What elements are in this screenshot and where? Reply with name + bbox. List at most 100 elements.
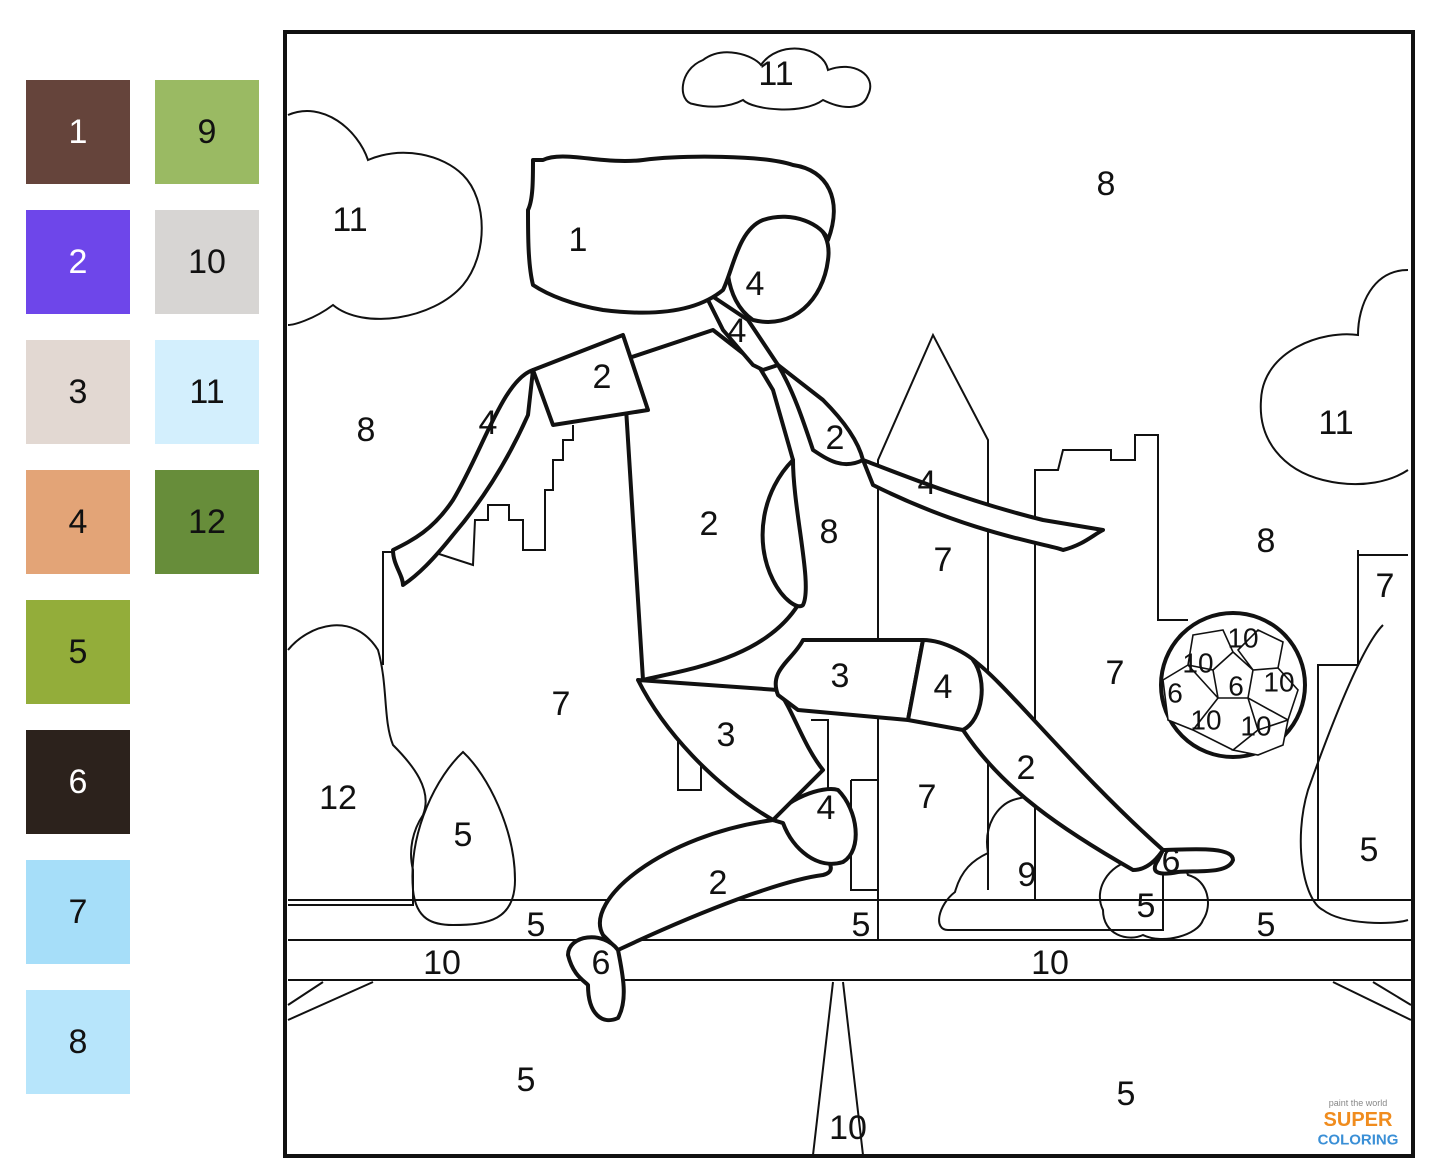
region-label-cloud-right: 11 bbox=[1318, 404, 1353, 442]
region-label-knee-left: 4 bbox=[817, 789, 836, 827]
region-label-shoe-right: 6 bbox=[1162, 842, 1181, 880]
region-label-hair: 1 bbox=[569, 221, 588, 259]
color-swatch-3[interactable]: 3 bbox=[26, 340, 130, 444]
building-far-right-shape bbox=[1317, 555, 1359, 900]
color-swatch-1[interactable]: 1 bbox=[26, 80, 130, 184]
color-swatch-number: 10 bbox=[188, 242, 226, 281]
region-label-road-band-left: 10 bbox=[423, 944, 461, 982]
right-arm bbox=[861, 458, 1105, 552]
logo-tagline: paint the world bbox=[1329, 1098, 1388, 1108]
region-label-road-band-right: 10 bbox=[1031, 944, 1069, 982]
color-swatch-number: 9 bbox=[197, 112, 217, 151]
right-sleeve bbox=[776, 363, 865, 467]
left-sleeve bbox=[531, 333, 650, 427]
back-knee bbox=[771, 787, 858, 866]
region-label-cloud-top: 11 bbox=[758, 55, 793, 93]
region-label-grass-right: 5 bbox=[1257, 906, 1276, 944]
ball-panel-label: 10 bbox=[1240, 711, 1271, 742]
color-swatch-2[interactable]: 2 bbox=[26, 210, 130, 314]
region-label-sky-top: 8 bbox=[1097, 165, 1116, 203]
region-label-grass-mid: 5 bbox=[852, 906, 871, 944]
region-label-sock-left: 2 bbox=[709, 864, 728, 902]
super-coloring-logo: paint the world SUPER COLORING bbox=[1318, 1098, 1399, 1149]
ball-panel-label: 10 bbox=[1263, 667, 1294, 698]
color-swatch-8[interactable]: 8 bbox=[26, 990, 130, 1094]
region-label-shorts-back: 3 bbox=[717, 716, 736, 754]
color-swatch-number: 7 bbox=[68, 892, 88, 931]
picture-frame bbox=[283, 30, 1415, 1158]
color-swatch-number: 1 bbox=[68, 112, 88, 151]
region-label-sleeve-right: 2 bbox=[826, 419, 845, 457]
region-label-shoe-left: 6 bbox=[592, 944, 611, 982]
front-shin bbox=[961, 658, 1165, 872]
soccer-player bbox=[391, 154, 1235, 1023]
region-label-bush-small: 5 bbox=[1137, 887, 1156, 925]
region-label-arm-left: 4 bbox=[479, 404, 498, 442]
color-swatch-number: 5 bbox=[68, 632, 88, 671]
ball-panel-label: 6 bbox=[1167, 678, 1183, 709]
color-swatch-number: 3 bbox=[68, 372, 88, 411]
region-label-building-right: 7 bbox=[1106, 654, 1125, 692]
ball-panel-label: 6 bbox=[1228, 671, 1244, 702]
ball-panel-label: 10 bbox=[1182, 648, 1213, 679]
region-label-sky-left: 8 bbox=[357, 411, 376, 449]
region-label-shirt: 2 bbox=[700, 505, 719, 543]
region-label-road-bottom: 10 bbox=[829, 1109, 867, 1147]
back-thigh bbox=[636, 678, 825, 822]
region-label-building-left: 7 bbox=[552, 685, 571, 723]
front-shoe bbox=[1152, 847, 1235, 876]
hair-shape bbox=[526, 154, 836, 315]
soccer-ball bbox=[1159, 611, 1307, 759]
region-label-bush-center: 9 bbox=[1018, 856, 1037, 894]
ground-lines bbox=[287, 899, 1412, 1156]
region-label-field-left: 5 bbox=[517, 1061, 536, 1099]
region-label-building-center: 7 bbox=[934, 541, 953, 579]
bush-tall-left-shape bbox=[287, 624, 427, 906]
color-swatch-number: 2 bbox=[68, 242, 88, 281]
region-label-cloud-left: 11 bbox=[332, 201, 367, 239]
shirt-belly bbox=[760, 458, 808, 609]
color-swatch-number: 12 bbox=[188, 502, 226, 541]
color-swatch-12[interactable]: 12 bbox=[155, 470, 259, 574]
region-label-sock-right: 2 bbox=[1017, 749, 1036, 787]
region-label-shirt-belly: 8 bbox=[820, 513, 839, 551]
region-label-sleeve-left: 2 bbox=[593, 358, 612, 396]
region-label-knee-right: 4 bbox=[934, 668, 953, 706]
color-swatch-11[interactable]: 11 bbox=[155, 340, 259, 444]
color-swatch-10[interactable]: 10 bbox=[155, 210, 259, 314]
region-label-bush-tall-left: 12 bbox=[319, 779, 357, 817]
color-swatch-9[interactable]: 9 bbox=[155, 80, 259, 184]
cloud-top-shape bbox=[681, 47, 872, 111]
region-label-tree-left: 5 bbox=[454, 816, 473, 854]
region-label-neck: 4 bbox=[728, 312, 747, 350]
region-label-building-far-right: 7 bbox=[1376, 567, 1395, 605]
ball-panel-label: 10 bbox=[1190, 705, 1221, 736]
cloud-left-shape bbox=[287, 110, 483, 326]
front-thigh bbox=[773, 638, 925, 722]
color-swatch-4[interactable]: 4 bbox=[26, 470, 130, 574]
region-label-field-right: 5 bbox=[1117, 1075, 1136, 1113]
region-label-arm-right: 4 bbox=[918, 464, 937, 502]
tree-right-shape bbox=[1299, 624, 1409, 924]
color-swatch-6[interactable]: 6 bbox=[26, 730, 130, 834]
logo-line1: SUPER bbox=[1324, 1109, 1393, 1131]
color-swatch-number: 8 bbox=[68, 1022, 88, 1061]
left-arm bbox=[391, 368, 535, 587]
logo-line2: COLORING bbox=[1318, 1132, 1399, 1149]
region-label-building-lower: 7 bbox=[918, 778, 937, 816]
region-label-tree-right: 5 bbox=[1360, 831, 1379, 869]
region-label-face: 4 bbox=[746, 265, 765, 303]
color-swatch-5[interactable]: 5 bbox=[26, 600, 130, 704]
tree-left-shape bbox=[411, 750, 517, 927]
region-label-sky-right: 8 bbox=[1257, 522, 1276, 560]
color-swatch-number: 6 bbox=[68, 762, 88, 801]
ball-panel-label: 10 bbox=[1227, 623, 1258, 654]
color-swatch-number: 4 bbox=[68, 502, 88, 541]
color-swatch-7[interactable]: 7 bbox=[26, 860, 130, 964]
region-label-grass-left: 5 bbox=[527, 906, 546, 944]
cloud-right-shape bbox=[1259, 269, 1409, 486]
neck-shape bbox=[701, 288, 780, 372]
